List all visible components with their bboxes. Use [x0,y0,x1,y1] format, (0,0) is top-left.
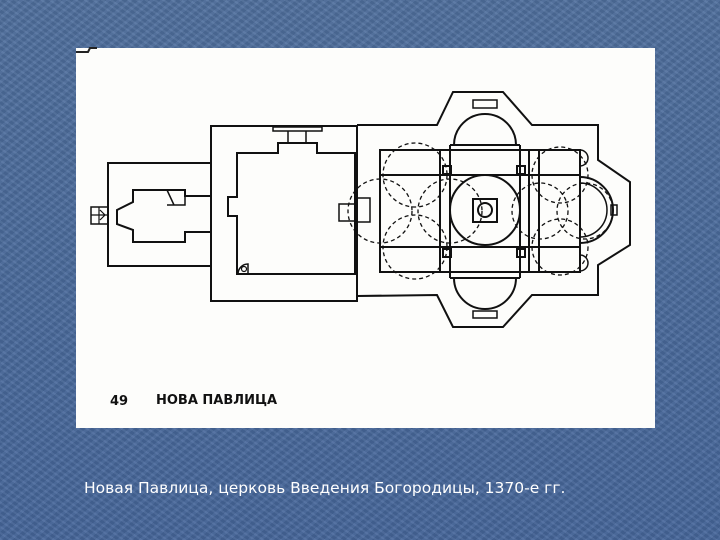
church-naos [347,91,631,328]
slide-caption: Новая Павлица, церковь Введения Богороди… [84,479,566,497]
figure-number: 49 [110,394,128,409]
corner-mark [76,47,97,53]
figure-label: НОВА ПАВЛИЦА [156,393,277,408]
narthex [210,125,358,302]
stair-icon [338,203,356,222]
west-annex [90,162,212,267]
plan-sheet [76,48,655,428]
